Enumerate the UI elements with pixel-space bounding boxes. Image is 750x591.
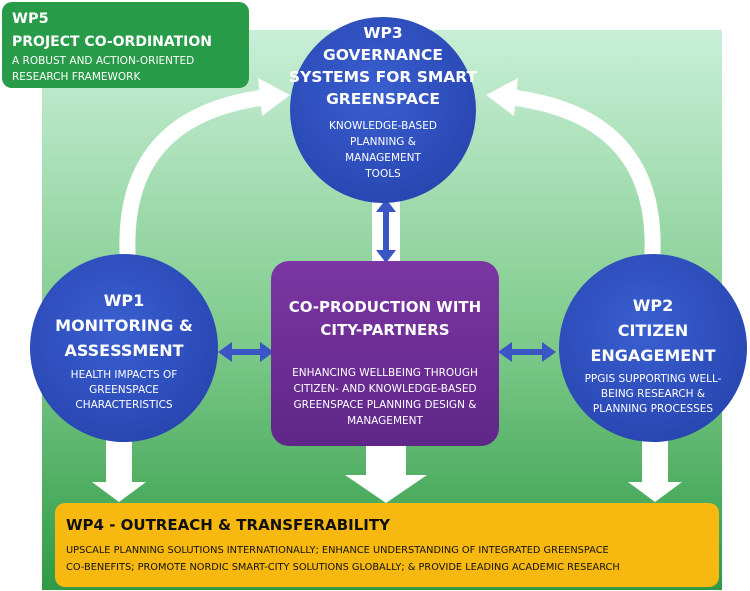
wp5-subtitle: PROJECT CO-ORDINATION <box>12 34 212 50</box>
wp3-title: SYSTEMS FOR SMART <box>289 68 478 86</box>
arc-arrow-left <box>119 89 269 263</box>
wp3-desc: TOOLS <box>364 168 401 180</box>
center-wp2-double-arrow <box>498 342 556 362</box>
wp4-desc: UPSCALE PLANNING SOLUTIONS INTERNATIONAL… <box>66 545 609 556</box>
arc-arrow-left-head <box>258 78 290 116</box>
wp1-title: ASSESSMENT <box>64 341 183 360</box>
wp3-title: GREENSPACE <box>326 90 440 108</box>
wp1-desc: CHARACTERISTICS <box>75 399 173 411</box>
center-desc: ENHANCING WELLBEING THROUGH <box>292 367 478 379</box>
wp1-center-double-arrow <box>218 342 274 362</box>
wp5-node: WP5 PROJECT CO-ORDINATION A ROBUST AND A… <box>2 2 249 88</box>
wp3-desc: MANAGEMENT <box>345 152 421 164</box>
wp3-node: WP3 GOVERNANCE SYSTEMS FOR SMART GREENSP… <box>289 17 478 203</box>
wp5-desc: RESEARCH FRAMEWORK <box>12 71 141 83</box>
wp1-node: WP1 MONITORING & ASSESSMENT HEALTH IMPAC… <box>30 254 218 442</box>
wp3-desc: KNOWLEDGE-BASED <box>329 120 437 132</box>
wp3-center-double-arrow <box>376 199 396 263</box>
wp3-desc: PLANNING & <box>350 136 416 148</box>
wp2-desc: BEING RESEARCH & <box>601 388 705 400</box>
wp4-desc: CO-BENEFITS; PROMOTE NORDIC SMART-CITY S… <box>66 562 620 573</box>
down-arrow-right <box>628 440 682 502</box>
down-arrow-left <box>92 438 146 502</box>
wp1-desc: HEALTH IMPACTS OF <box>71 369 178 381</box>
center-title: CITY-PARTNERS <box>320 321 449 339</box>
wp1-title: MONITORING & <box>55 316 193 335</box>
center-title: CO-PRODUCTION WITH <box>289 298 481 316</box>
center-desc: GREENSPACE PLANNING DESIGN & <box>294 399 477 411</box>
wp5-title: WP5 <box>12 11 49 27</box>
center-node: CO-PRODUCTION WITH CITY-PARTNERS ENHANCI… <box>271 261 499 446</box>
wp1-title: WP1 <box>104 291 145 310</box>
wp2-desc: PPGIS SUPPORTING WELL- <box>585 373 722 385</box>
wp2-title: CITIZEN <box>618 321 688 340</box>
wp4-title: WP4 - OUTREACH & TRANSFERABILITY <box>66 516 391 534</box>
wp4-node: WP4 - OUTREACH & TRANSFERABILITY UPSCALE… <box>55 503 719 587</box>
wp2-title: WP2 <box>633 296 674 315</box>
arc-arrow-right-head <box>486 78 518 116</box>
wp2-node: WP2 CITIZEN ENGAGEMENT PPGIS SUPPORTING … <box>559 254 747 442</box>
wp5-desc: A ROBUST AND ACTION-ORIENTED <box>12 55 194 67</box>
wp3-title: WP3 <box>363 24 402 42</box>
arc-arrow-right <box>507 89 661 263</box>
wp2-desc: PLANNING PROCESSES <box>593 403 714 415</box>
wp3-title: GOVERNANCE <box>323 46 443 64</box>
wp1-desc: GREENSPACE <box>89 384 159 396</box>
center-desc: MANAGEMENT <box>347 415 423 427</box>
center-desc: CITIZEN- AND KNOWLEDGE-BASED <box>293 383 476 395</box>
wp2-title: ENGAGEMENT <box>590 346 715 365</box>
